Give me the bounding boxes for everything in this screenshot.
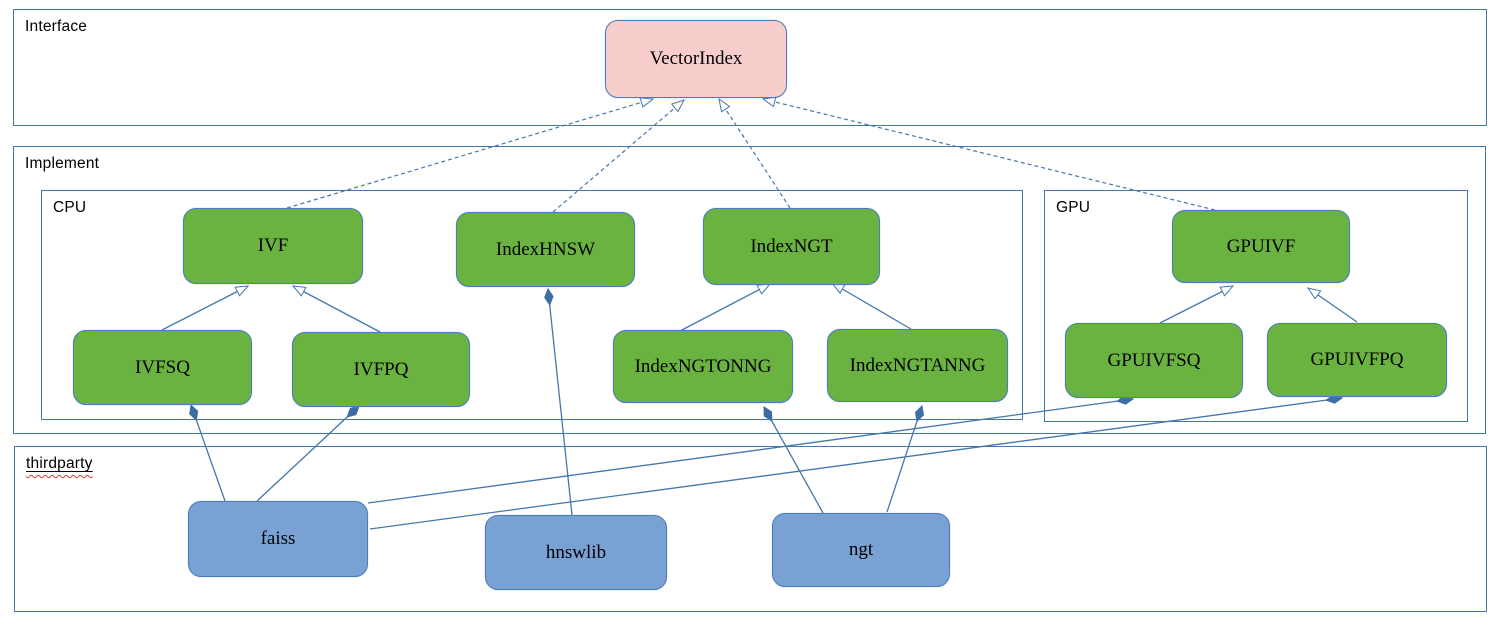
implement-container-label: Implement bbox=[25, 155, 100, 172]
thirdparty-container-label: thirdparty bbox=[26, 455, 93, 472]
cpu-container: CPU bbox=[41, 190, 1023, 420]
gpu-container-label: GPU bbox=[1056, 199, 1091, 216]
cpu-container-label: CPU bbox=[53, 199, 87, 216]
interface-container: Interface bbox=[13, 9, 1487, 126]
thirdparty-container: thirdparty bbox=[14, 446, 1487, 612]
interface-container-label: Interface bbox=[25, 18, 88, 35]
gpu-container: GPU bbox=[1044, 190, 1468, 422]
